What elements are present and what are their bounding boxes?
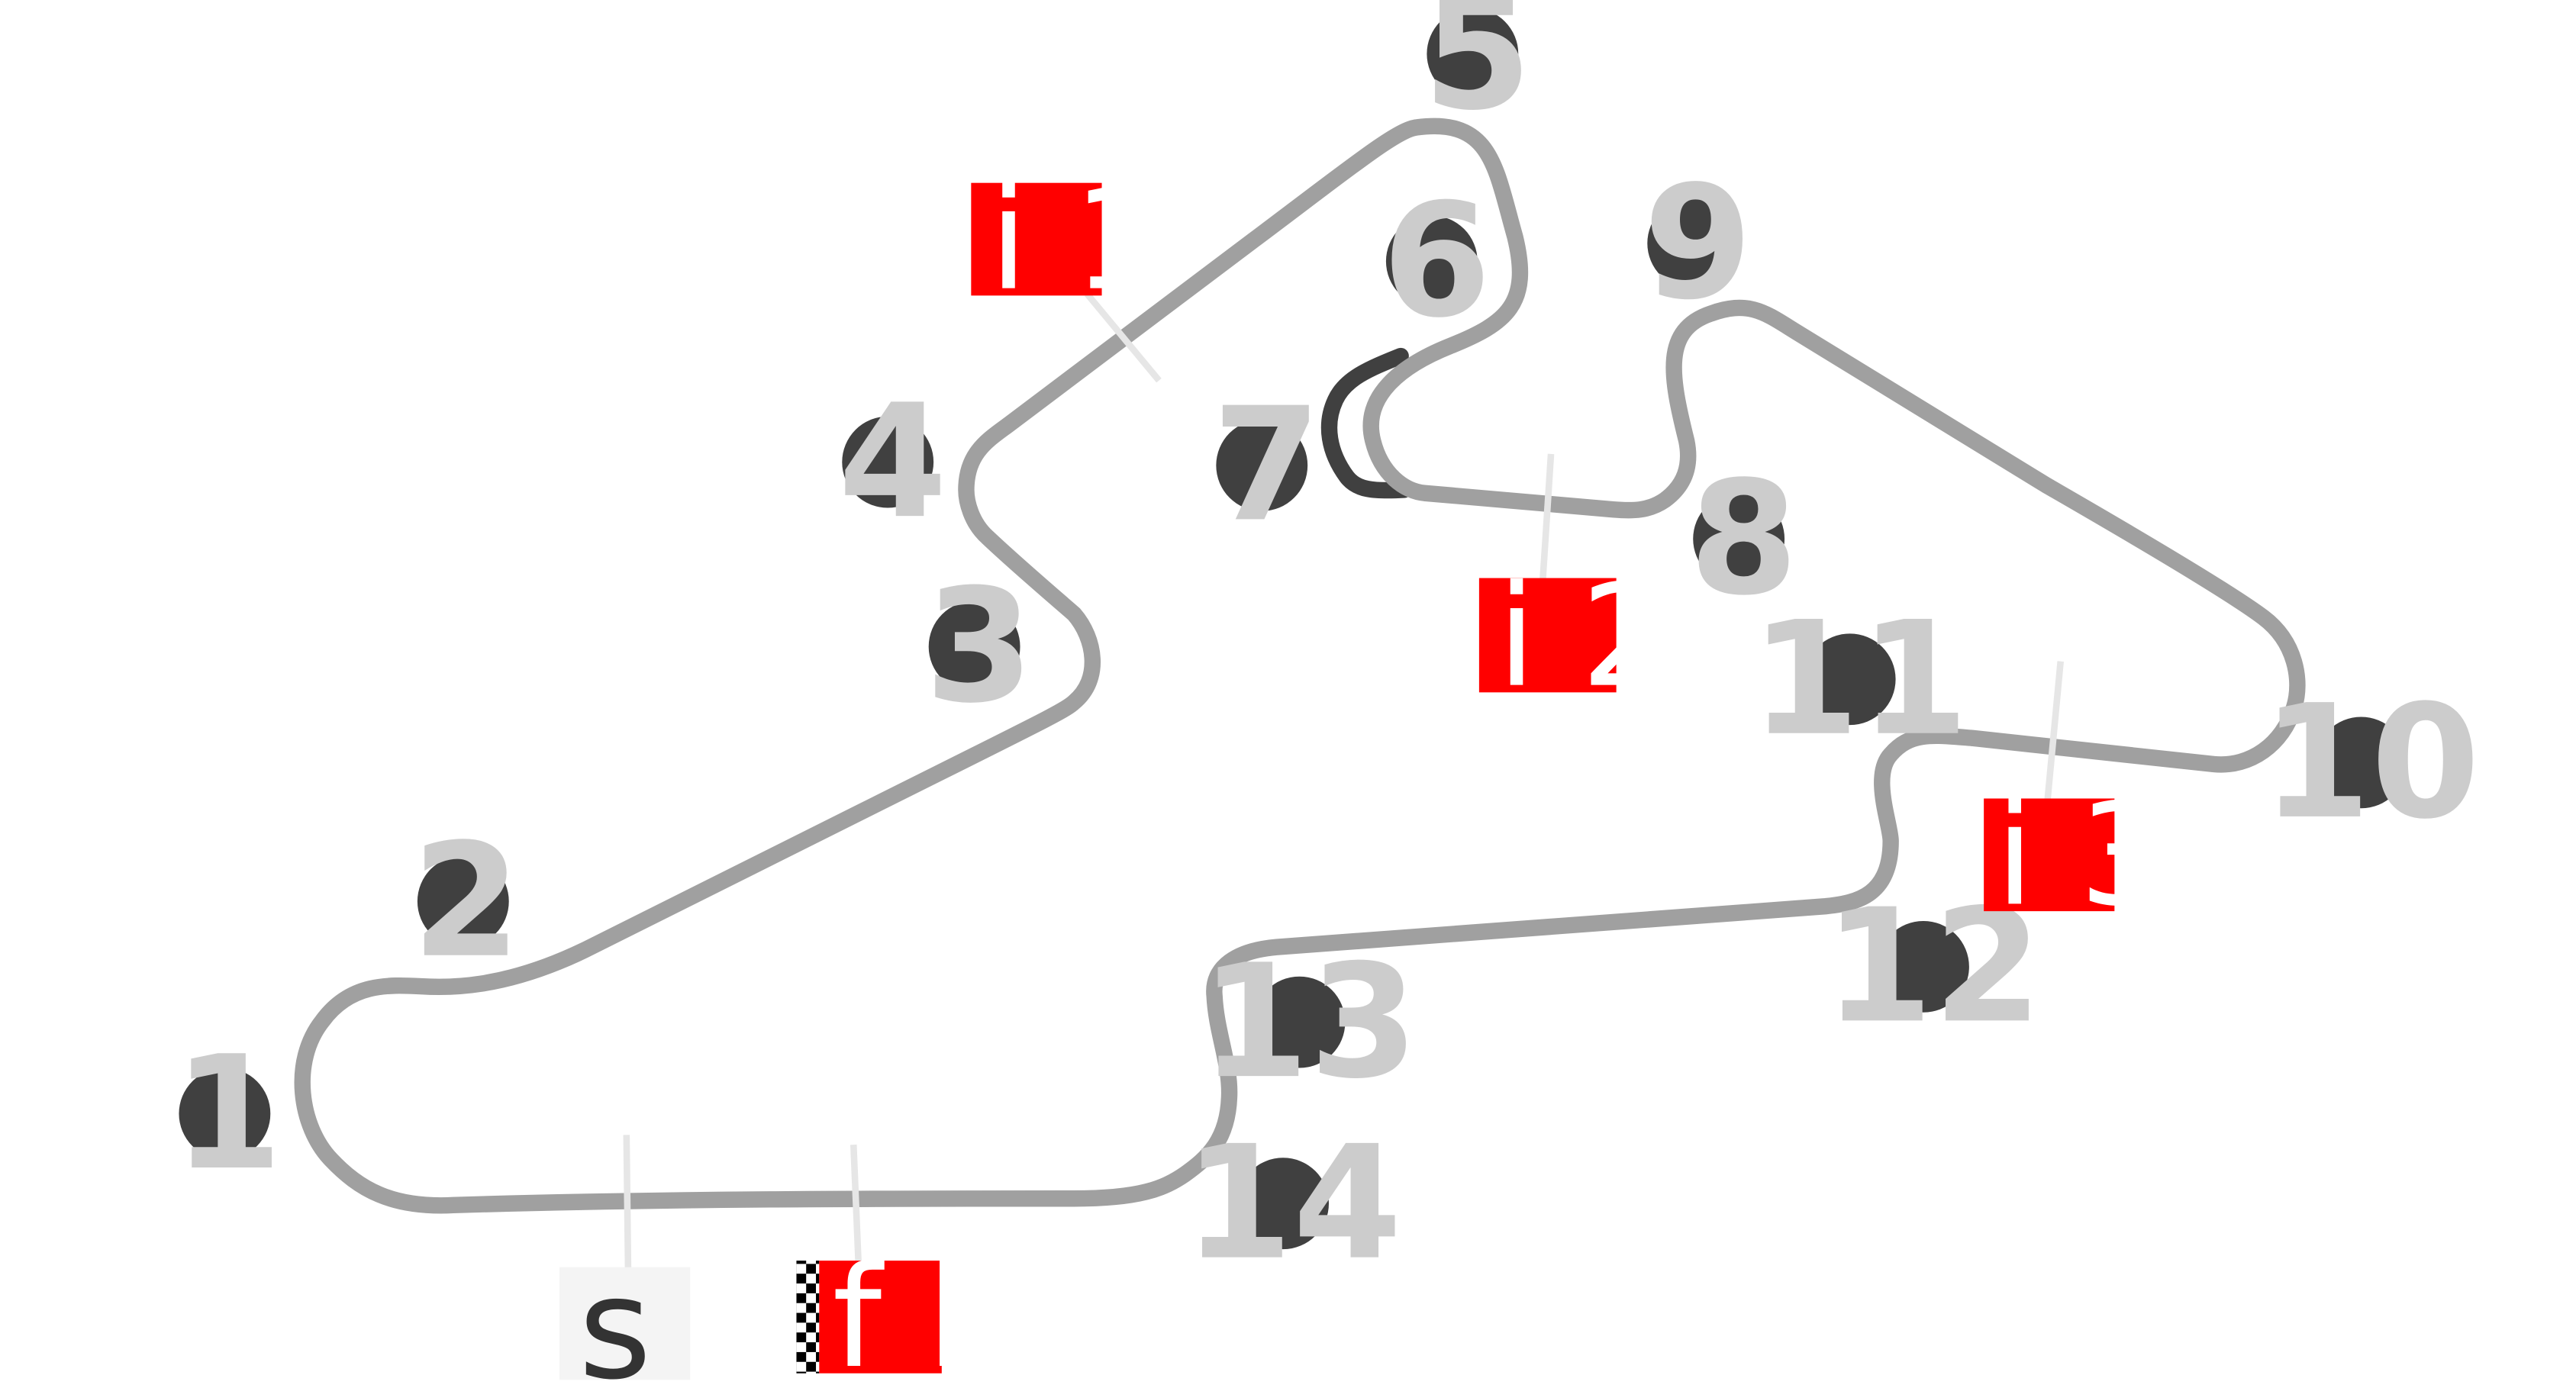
turn-marker-6: 6 <box>1382 170 1491 353</box>
sector-2-label: i 2 <box>1497 556 1670 719</box>
turn-number: 11 <box>1751 588 1969 771</box>
turn-marker-3: 3 <box>925 556 1034 738</box>
turn-marker-14: 14 <box>1184 1113 1402 1295</box>
turn-marker-11: 11 <box>1751 588 1969 771</box>
start-box: s <box>559 1248 691 1388</box>
turn-marker-2: 2 <box>412 810 521 993</box>
pit-lane <box>1320 347 1413 499</box>
sector-2-box: i 2 <box>1478 556 1670 719</box>
turn-number: 7 <box>1212 374 1321 556</box>
turn-marker-10: 10 <box>2262 671 2480 854</box>
sector-1-label: i 1 <box>989 159 1162 322</box>
turn-number: 5 <box>1423 0 1532 145</box>
turn-marker-1: 1 <box>173 1022 282 1205</box>
turn-marker-7: 7 <box>1212 374 1321 556</box>
finish-line <box>850 1144 862 1263</box>
turn-number: 3 <box>925 556 1034 738</box>
turn-number: 14 <box>1184 1113 1402 1295</box>
track-outline <box>294 118 2306 1214</box>
sector-1-line <box>1084 291 1162 383</box>
turn-marker-9: 9 <box>1643 152 1752 334</box>
turn-marker-4: 4 <box>838 371 947 553</box>
turn-number: 9 <box>1643 152 1752 334</box>
turn-marker-8: 8 <box>1689 448 1798 630</box>
sector-3-line <box>2044 661 2064 801</box>
sector-1-box: i 1 <box>971 159 1162 322</box>
sector-3-label: i 3 <box>1995 774 2168 937</box>
turn-number: 4 <box>838 371 947 553</box>
finish-label: f l <box>832 1236 965 1388</box>
turn-marker-13: 13 <box>1200 931 1418 1113</box>
checkered-flag <box>796 1261 820 1374</box>
sector-3-box: i 3 <box>1984 774 2168 937</box>
turn-number: 10 <box>2262 671 2480 854</box>
start-label: s <box>579 1248 652 1388</box>
turn-number: 13 <box>1200 931 1418 1113</box>
sector-2-line <box>1539 453 1555 580</box>
start-line <box>623 1135 632 1270</box>
turn-number: 1 <box>173 1022 282 1205</box>
turn-number: 8 <box>1689 448 1798 630</box>
finish-box: f l <box>796 1236 966 1388</box>
turn-marker-5: 5 <box>1423 0 1532 145</box>
turn-number: 6 <box>1382 170 1491 353</box>
turn-number: 2 <box>412 810 521 993</box>
